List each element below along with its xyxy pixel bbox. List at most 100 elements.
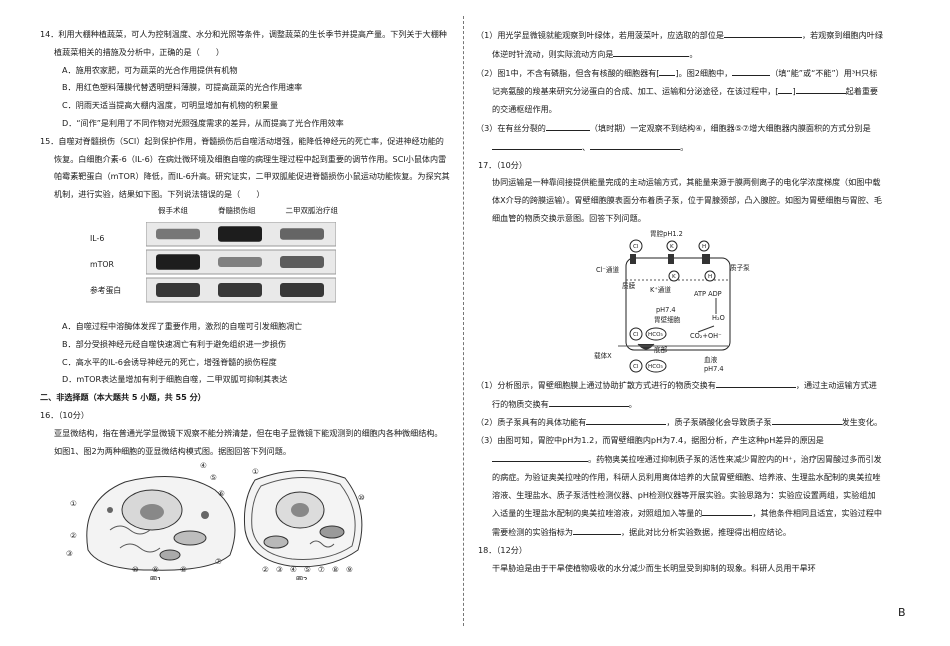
ion-cl-blood: Cl bbox=[633, 364, 639, 370]
q18-intro: 干旱胁迫是由于干旱使植物吸收的水分减少而生长明显受到抑制的现象。科研人员用干旱环 bbox=[492, 562, 816, 573]
ion-k-mid: K bbox=[672, 274, 676, 280]
blot-image bbox=[146, 221, 336, 303]
answer-blank[interactable] bbox=[715, 376, 796, 388]
blot-band-mtor-injury bbox=[218, 256, 262, 267]
answer-blank[interactable] bbox=[723, 26, 802, 38]
cell-figures-svg: ① ② ③ ④ ⑤ ⑥ ⑦ ⑧ ⑨ ⑩ 图1 bbox=[66, 461, 365, 580]
q16-sub2: （2）图1中，不含有磷脂，但含有核酸的细胞器有[]。图2细胞中，（填“能”或“不… bbox=[476, 64, 883, 119]
ion-h-mid: H bbox=[708, 274, 712, 280]
blot-header-injury: 脊髓损伤组 bbox=[218, 205, 256, 215]
label-stomach-lumen: 胃腔pH1.2 bbox=[650, 229, 683, 238]
q16-sub2-text-c: （填“能”或“不能”）用³H只标记亮氨酸的羧基来研究分泌蛋白的合成、加工、运输和… bbox=[492, 67, 878, 97]
q16-sub3-text-c: 、 bbox=[582, 141, 591, 152]
ion-k-top: K bbox=[670, 244, 674, 250]
blot-row-ref-label: 参考蛋白 bbox=[90, 285, 122, 295]
blot-band-mtor-metformin bbox=[280, 255, 324, 268]
fig1-label: 图1 bbox=[150, 576, 161, 580]
fig2-num-7: ⑦ bbox=[318, 565, 325, 574]
label-cl-channel: Cl⁻通道 bbox=[596, 265, 620, 274]
label-ph-cell: pH7.4 bbox=[656, 306, 676, 314]
q16-sub3-text-d: 。 bbox=[680, 141, 689, 152]
blot-header-sham: 假手术组 bbox=[158, 205, 188, 215]
answer-blank[interactable] bbox=[778, 82, 793, 95]
q17-sub3-text-a: （3）由图可知，胃腔中pH为1.2，而胃壁细胞内pH为7.4，据图分析，产生这种… bbox=[476, 435, 824, 446]
answer-blank[interactable] bbox=[795, 82, 846, 95]
q18-heading: 18．（12分） bbox=[478, 544, 527, 555]
fig1-num-2: ② bbox=[70, 531, 77, 540]
fig2-num-4: ④ bbox=[290, 565, 297, 574]
q17-sub2-text-c: 发生变化。 bbox=[841, 417, 883, 428]
label-atp-adp: ATP ADP bbox=[694, 290, 722, 298]
q14-stem: 14．利用大棚种植蔬菜，可人为控制温度、水分和光照等条件，调整蔬菜的生长季节并提… bbox=[40, 29, 447, 57]
q16-sub2-text-b: ]。图2细胞中， bbox=[675, 67, 733, 78]
q17-sub3-text-b: 。药物奥美拉唑通过抑制质子泵的活性来减少胃腔内的H⁺，治疗因胃酸过多而引发的病症… bbox=[492, 453, 882, 519]
answer-blank[interactable] bbox=[545, 119, 590, 131]
q17-intro: 协同运输是一种靠间接提供能量完成的主动运输方式，其能量来源于膜两侧离子的电化学浓… bbox=[492, 177, 882, 223]
q16-sub3: （3）在有丝分裂的 （填时期）一定观察不到结构④，细胞器⑤⑦增大细胞器内膜面积的方… bbox=[476, 119, 883, 157]
answer-blank[interactable] bbox=[613, 45, 690, 57]
fig2-num-3: ③ bbox=[276, 565, 283, 574]
q16-sub3-text-b: （填时期）一定观察不到结构④，细胞器⑤⑦增大细胞器内膜面积的方式分别是 bbox=[589, 122, 871, 133]
q17-sub1-text-b: ，通过主动运输方式进行的物质交换有 bbox=[492, 379, 877, 409]
ion-cl-top: Cl bbox=[633, 244, 639, 250]
q17-sub3: （3）由图可知，胃腔中pH为1.2，而胃壁细胞内pH为7.4，据图分析，产生这种… bbox=[476, 432, 883, 542]
q17-diagram: 胃腔pH1.2 Cl⁻通道 质膜 质子泵 K⁺通道 ATP ADP pH7.4 … bbox=[478, 228, 883, 376]
animal-cell-diagram bbox=[86, 476, 236, 572]
section-2-heading: 二、非选择题（本大题共 5 小题，共 55 分） bbox=[40, 392, 206, 403]
page-marker: B bbox=[898, 606, 906, 619]
ion-markers: Cl K H K H Cl HCO₃ Cl HCO₃ bbox=[629, 239, 716, 373]
blot-band-il6-sham bbox=[156, 228, 200, 240]
answer-blank[interactable] bbox=[548, 395, 629, 407]
q17-sub3-text-c: ，其他条件相同且适宜，实验过程中需要检测的实验指标为 bbox=[492, 508, 882, 538]
fig2-num-5: ⑤ bbox=[304, 565, 311, 574]
blot-row-il6-label: IL-6 bbox=[90, 233, 105, 243]
fig2-callouts: ① ② ③ ④ ⑤ ⑦ ⑧ ⑨ ⑩ bbox=[252, 467, 365, 574]
ion-hco3-blood: HCO₃ bbox=[648, 364, 663, 370]
answer-blank[interactable] bbox=[492, 450, 588, 462]
fig2-label: 图2 bbox=[296, 576, 307, 580]
fig1-num-7: ⑦ bbox=[215, 557, 222, 566]
label-co2-oh: CO₂+OH⁻ bbox=[690, 332, 722, 340]
fig1-num-8: ⑧ bbox=[180, 565, 187, 574]
q17-sub3-text-d: ，据此对比分析实验数据，推理得出相应结论。 bbox=[620, 527, 791, 538]
q17-sub2-text-b: ，质子泵磷酸化会导致质子泵 bbox=[666, 417, 772, 428]
q15-option-b: B．部分受损神经元经自噬快速凋亡有利于避免组织进一步损伤 bbox=[62, 338, 287, 349]
q14-option-c: C．阴雨天适当提高大棚内温度，可明显增加有机物的积累量 bbox=[62, 100, 279, 111]
blot-band-mtor-sham bbox=[156, 254, 200, 270]
answer-blank[interactable] bbox=[659, 64, 676, 76]
q16-sub1-text-a: （1）用光学显微镜就能观察到叶绿体，若用菠菜叶，应选取的部位是 bbox=[476, 30, 724, 40]
answer-blank[interactable] bbox=[771, 413, 842, 426]
fig1-num-9: ⑨ bbox=[152, 565, 159, 574]
answer-blank[interactable] bbox=[732, 64, 771, 76]
answer-blank[interactable] bbox=[492, 138, 582, 150]
fig2-num-8: ⑧ bbox=[332, 565, 339, 574]
q16-sub1-text-b: ，若观察到细胞内叶绿体逆时针流动，则实际流动方向是 bbox=[492, 30, 883, 59]
q16-sub3-text-a: （3）在有丝分裂的 bbox=[476, 122, 546, 133]
column-divider bbox=[463, 16, 464, 626]
q16-cell-figures: ① ② ③ ④ ⑤ ⑥ ⑦ ⑧ ⑨ ⑩ 图1 bbox=[40, 460, 450, 580]
blot-band-il6-injury bbox=[218, 226, 262, 242]
answer-blank[interactable] bbox=[572, 523, 621, 536]
q15-option-c: C．高水平的IL-6会诱导神经元的死亡，增强脊髓的损伤程度 bbox=[62, 356, 277, 367]
q16-intro: 亚显微结构，指在普通光学显微镜下观察不能分辨清楚，但在电子显微镜下能观测到的细胞… bbox=[54, 427, 443, 456]
q16-sub1-text-c: 。 bbox=[689, 48, 698, 59]
answer-blank[interactable] bbox=[590, 138, 681, 150]
q16-sub2-text-e: 起着重要的交通枢纽作用。 bbox=[492, 86, 879, 115]
label-h2o: H₂O bbox=[712, 314, 725, 322]
answer-blank[interactable] bbox=[702, 504, 753, 517]
answer-blank[interactable] bbox=[586, 413, 667, 426]
q15-option-d: D．mTOR表达量增加有利于细胞自噬，二甲双胍可抑制其表达 bbox=[62, 374, 288, 385]
fig1-num-10: ⑩ bbox=[132, 565, 139, 574]
label-carrier-x: 载体X bbox=[594, 351, 612, 360]
q15-option-a: A．自噬过程中溶酶体发挥了重要作用，激烈的自噬可引发细胞凋亡 bbox=[62, 320, 303, 331]
blot-band-ref-sham bbox=[156, 282, 200, 297]
blot-band-ref-metformin bbox=[280, 282, 324, 297]
blot-row-mtor-label: mTOR bbox=[90, 259, 114, 269]
ion-cl-bottom: Cl bbox=[633, 332, 639, 338]
fig2-num-10: ⑩ bbox=[358, 493, 365, 502]
fig1-num-1: ① bbox=[70, 499, 77, 508]
label-blood: 血液 bbox=[704, 355, 718, 364]
plant-cell-diagram bbox=[244, 470, 363, 568]
blot-header-metformin: 二甲双胍治疗组 bbox=[285, 205, 339, 215]
q17-heading: 17．（10分） bbox=[478, 159, 527, 170]
